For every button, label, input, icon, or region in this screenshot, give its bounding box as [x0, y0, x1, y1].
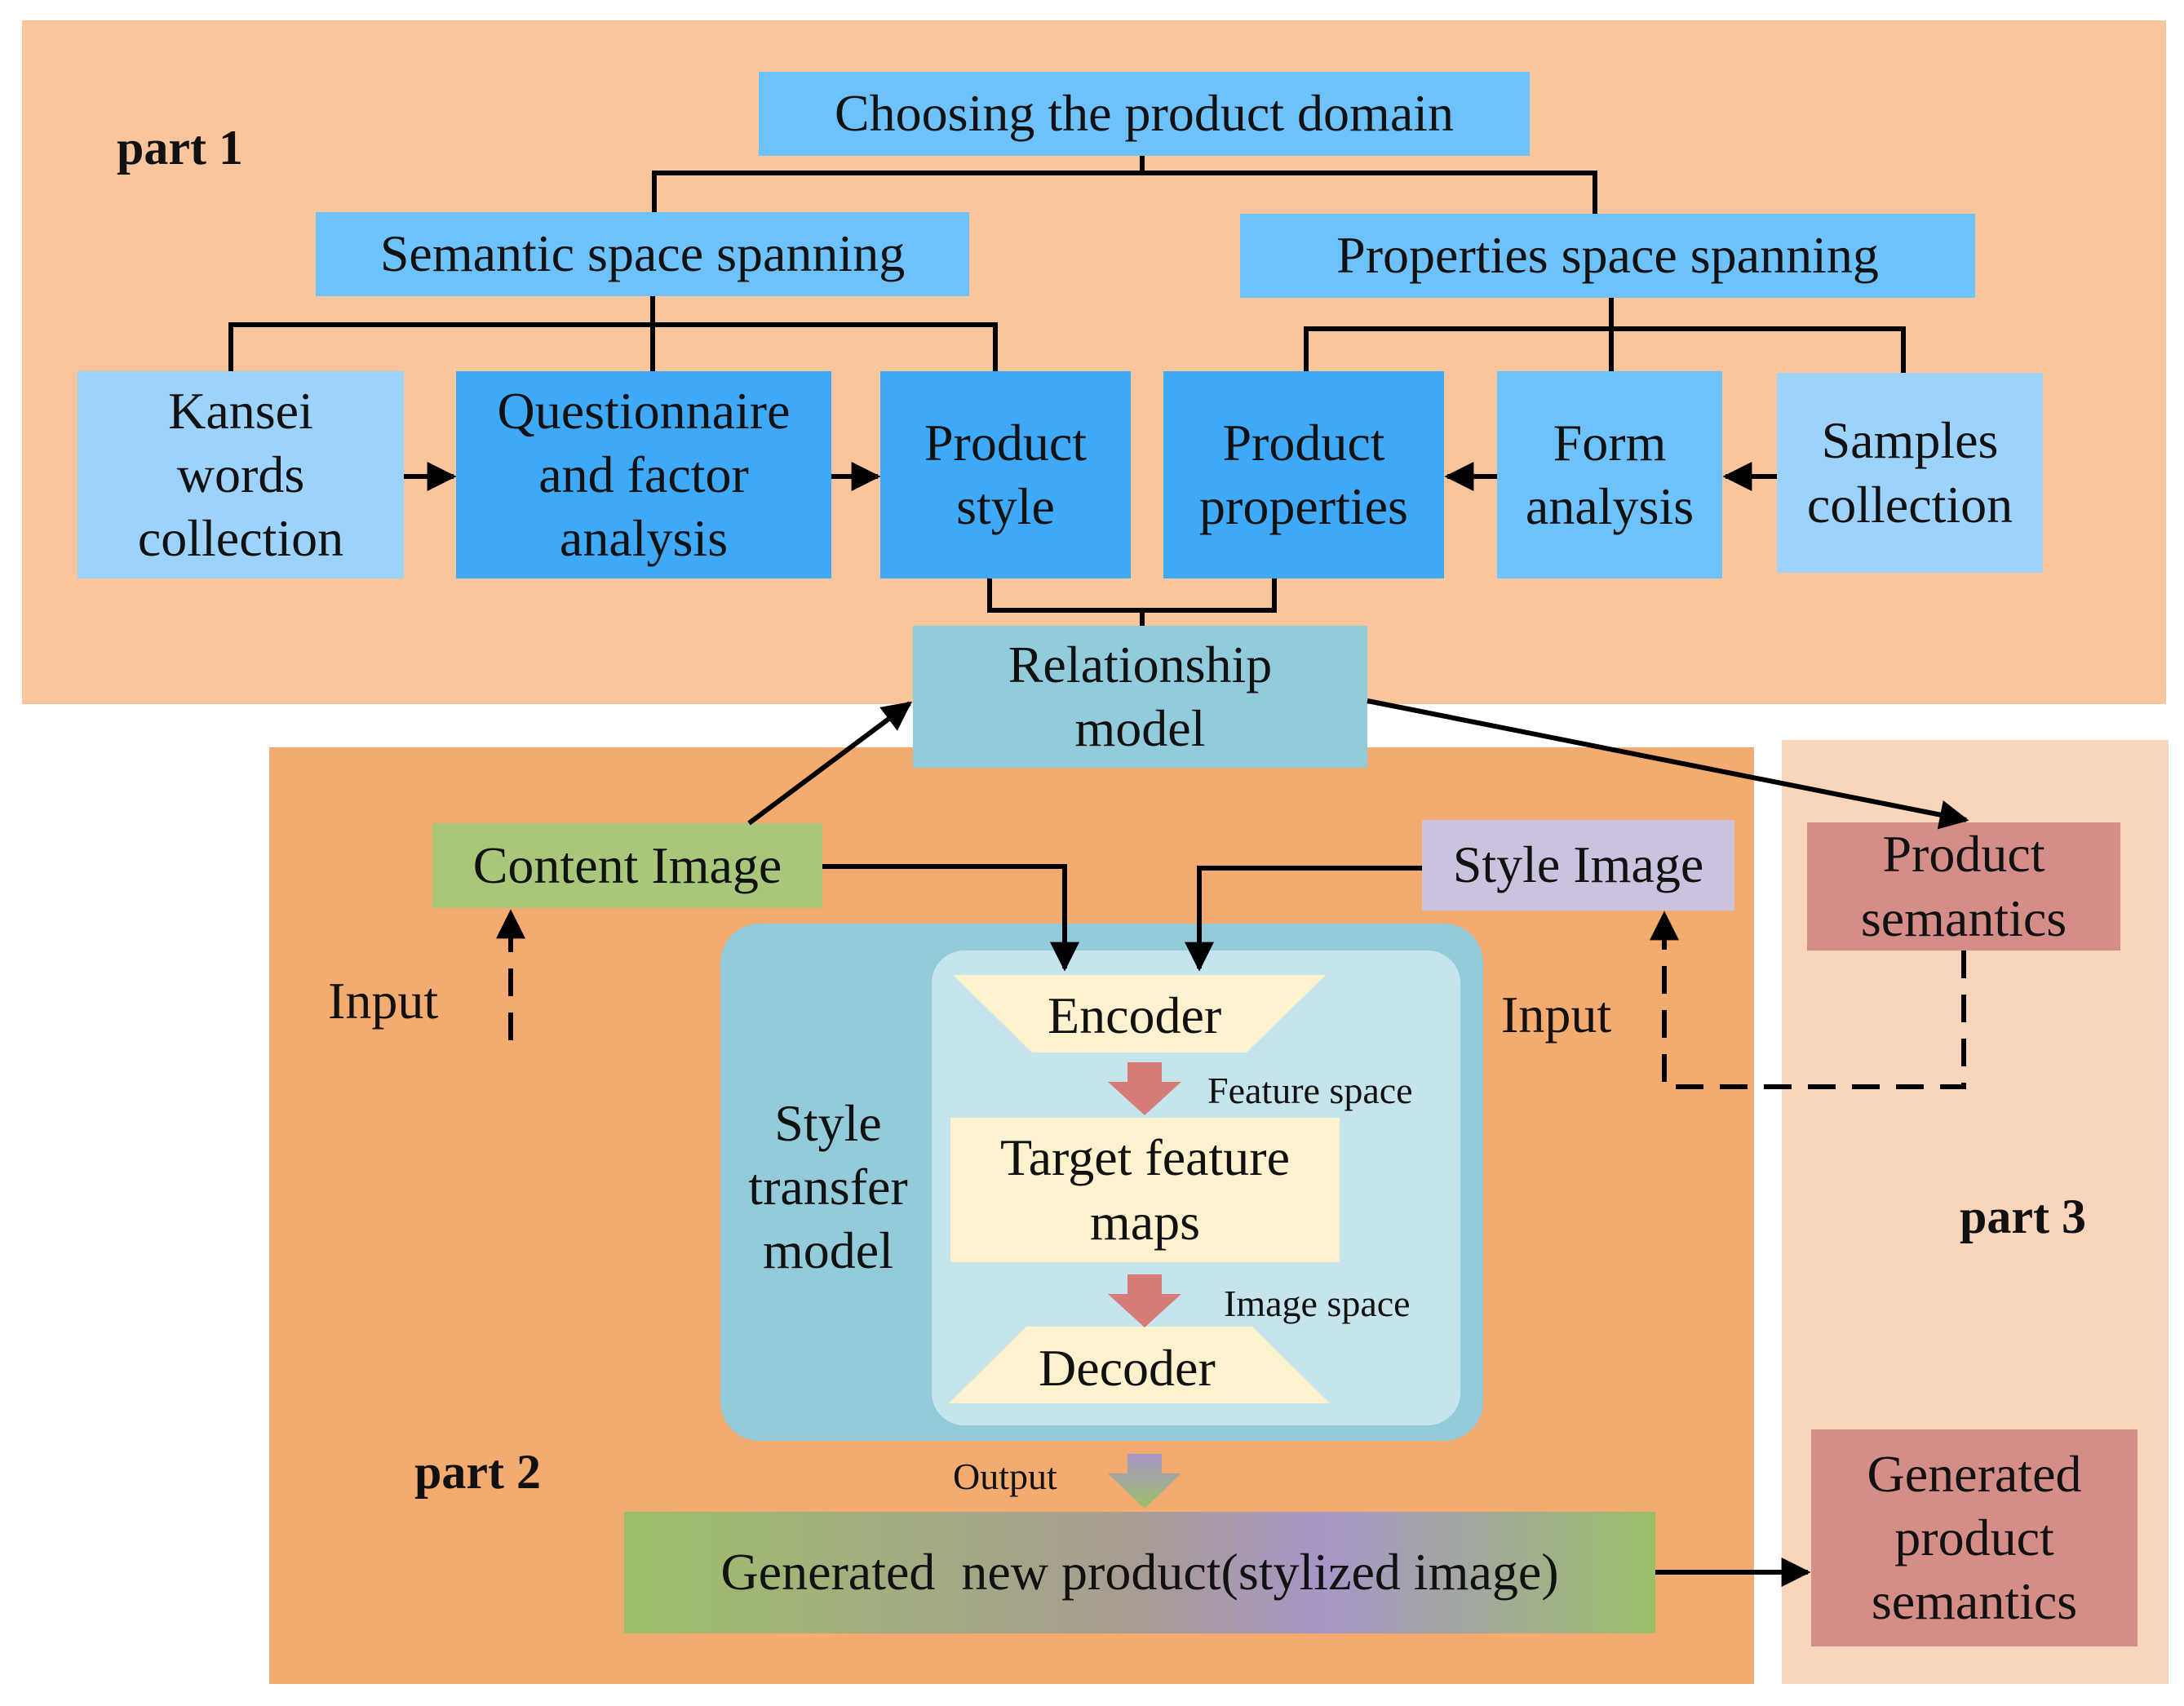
properties-space-box: Properties space spanning: [1240, 214, 1975, 298]
relationship-line-1: Relationship: [1008, 635, 1273, 693]
questionnaire-line-2: and factor: [538, 445, 749, 503]
questionnaire-line-3: analysis: [559, 509, 729, 568]
decoder-shape: [949, 1327, 1330, 1403]
feature-arrow: [1108, 1062, 1181, 1115]
form-analysis-line-1: Form: [1553, 413, 1667, 472]
product-properties-line-1: Product: [1222, 413, 1385, 472]
domain-box: Choosing the product domain: [759, 72, 1530, 156]
tree-semantic-bar: [228, 322, 998, 371]
generated-semantics-line-3: semantics: [1871, 1572, 2078, 1631]
samples-line-1: Samples: [1821, 411, 1999, 470]
encoder-label: Encoder: [1048, 986, 1222, 1044]
style-transfer-line-2: transfer: [748, 1157, 908, 1216]
feature-space-label: Feature space: [1207, 1070, 1413, 1111]
join-relationship: [987, 578, 1277, 613]
generated-semantics-line-1: Generated: [1867, 1444, 2082, 1503]
kansei-line-1: Kansei: [168, 381, 313, 440]
form-analysis-line-2: analysis: [1525, 477, 1694, 535]
tree-domain-bar: [652, 171, 1597, 214]
part3-label: part 3: [1960, 1190, 2086, 1243]
output-arrow: [1108, 1454, 1181, 1509]
product-style-line-2: style: [956, 477, 1055, 535]
style-transfer-line-3: model: [763, 1221, 893, 1280]
product-semantics-line-1: Product: [1882, 825, 2045, 884]
arrow-content-relationship: [747, 701, 912, 826]
relationship-line-2: model: [1074, 699, 1206, 757]
arrow-input-right: [1650, 911, 1966, 1089]
relationship-box: Relationship model: [913, 626, 1367, 768]
output-label: Output: [953, 1456, 1057, 1497]
product-style-line-1: Product: [924, 413, 1088, 472]
tree-properties-bar: [1304, 326, 1906, 373]
input-right-label: Input: [1501, 986, 1612, 1044]
image-space-label: Image space: [1224, 1283, 1411, 1324]
generated-semantics-line-2: product: [1894, 1508, 2054, 1566]
part1-label: part 1: [117, 121, 243, 175]
semantic-space-box: Semantic space spanning: [316, 212, 969, 296]
target-maps-line-1: Target feature: [1000, 1128, 1290, 1187]
arrow-style-encoder: [1185, 866, 1422, 972]
target-maps-line-2: maps: [1089, 1192, 1201, 1251]
kansei-line-2: words: [176, 445, 305, 503]
arrow-content-encoder: [822, 864, 1079, 972]
product-semantics-line-2: semantics: [1860, 888, 2067, 947]
kansei-line-3: collection: [137, 509, 344, 568]
content-image-box: Content Image: [432, 823, 822, 908]
part2-label: part 2: [414, 1445, 541, 1499]
style-transfer-line-1: Style: [774, 1093, 882, 1152]
generated-product-box: Generated new product(stylized image): [624, 1512, 1655, 1633]
style-image-box: Style Image: [1422, 820, 1734, 911]
image-arrow: [1108, 1274, 1181, 1327]
arrow-relationship-semantics: [1367, 698, 1969, 830]
samples-line-2: collection: [1806, 475, 2013, 534]
product-properties-line-2: properties: [1199, 477, 1408, 535]
encoder-shape: [953, 975, 1326, 1052]
input-left-label: Input: [328, 972, 439, 1030]
decoder-label: Decoder: [1039, 1339, 1216, 1397]
questionnaire-line-1: Questionnaire: [497, 381, 791, 440]
